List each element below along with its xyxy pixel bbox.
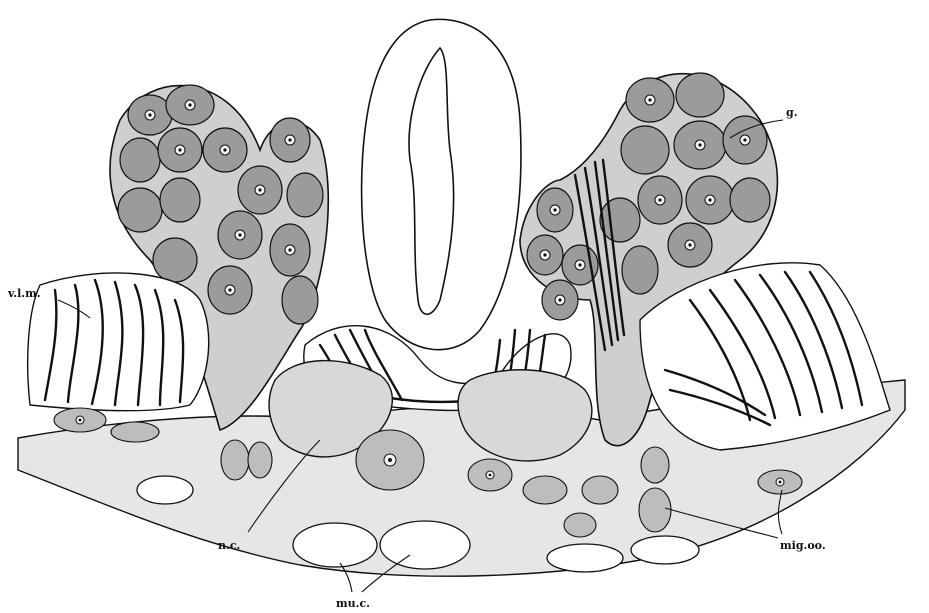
left-muscle-block xyxy=(28,273,209,411)
label-migoo-text: mig.oo. xyxy=(780,539,826,552)
label-muc-text: mu.c. xyxy=(336,597,370,610)
label-g-text: g. xyxy=(786,106,798,119)
central-tube xyxy=(362,19,521,349)
label-vlm-text: v.l.m. xyxy=(7,287,41,300)
label-nc-text: n.c. xyxy=(218,539,240,552)
